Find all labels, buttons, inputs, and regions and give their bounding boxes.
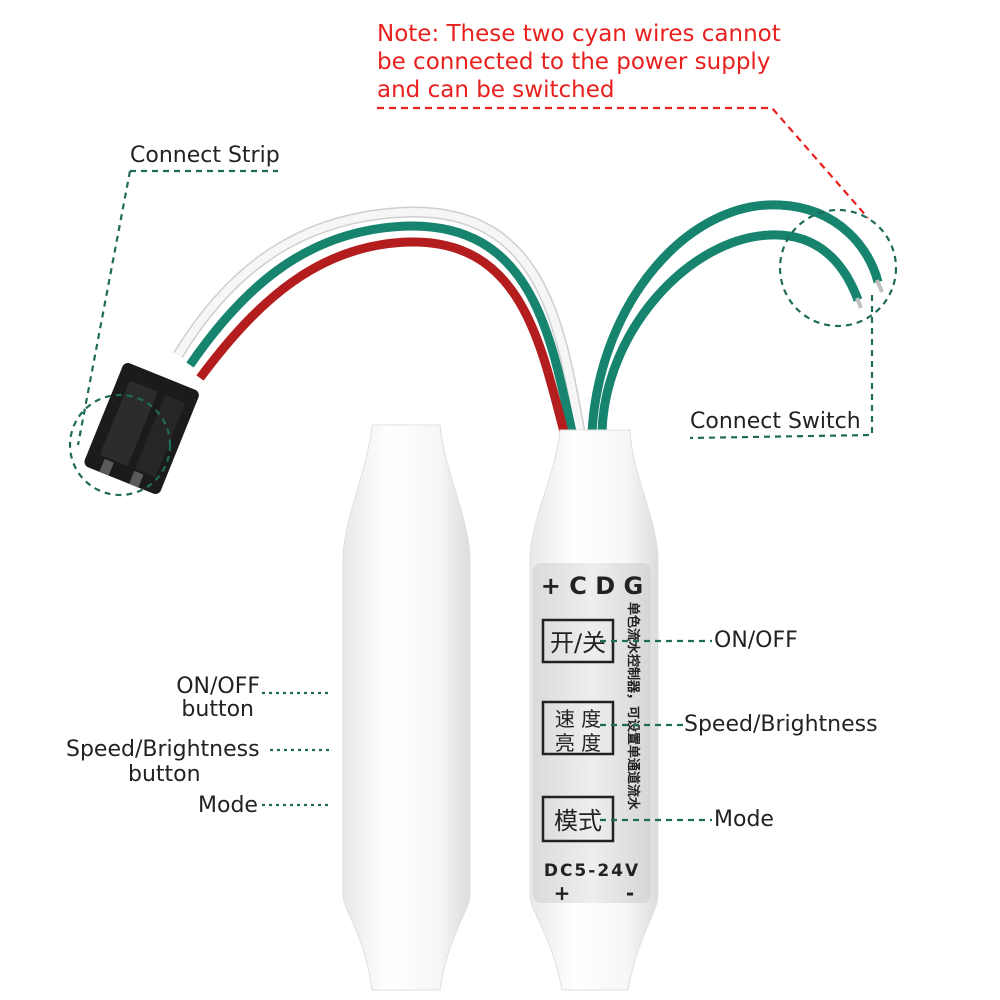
left-on-off-label-2: button xyxy=(181,697,254,722)
voltage-label: DC5-24V xyxy=(544,861,640,881)
note-line-3: and can be switched xyxy=(377,77,615,103)
left-mode-label: Mode xyxy=(198,793,258,818)
left-speed-label-2: button xyxy=(128,762,201,787)
speed-button-label-1: 速 度 xyxy=(555,707,601,731)
connect-switch-leader xyxy=(689,295,874,440)
cyan-wire-top xyxy=(587,200,883,433)
speed-button-label-2: 亮 度 xyxy=(555,731,601,755)
on-off-button-label: 开/关 xyxy=(550,629,606,657)
mode-label: Mode xyxy=(714,807,774,832)
on-off-label: ON/OFF xyxy=(714,628,798,653)
polarity-minus: - xyxy=(626,881,634,905)
callout-lines xyxy=(68,169,898,822)
connector-highlight-circle xyxy=(68,393,172,497)
controller-front: + C D G 开/关 速 度 亮 度 模式 单色流水控制器，可设置单通道流水 … xyxy=(529,429,659,991)
side-description: 单色流水控制器，可设置单通道流水 xyxy=(625,602,641,811)
switch-wires-highlight-circle xyxy=(778,208,898,328)
note-leader xyxy=(377,106,869,219)
red-wire xyxy=(196,237,569,434)
wire-tip-bottom xyxy=(855,297,863,309)
note-line-2: be connected to the power supply xyxy=(377,49,771,75)
left-callout-lines xyxy=(262,691,332,807)
connect-switch-label: Connect Switch xyxy=(690,409,861,434)
mode-button-label: 模式 xyxy=(554,807,602,835)
speed-brightness-label: Speed/Brightness xyxy=(684,712,878,737)
left-speed-label-1: Speed/Brightness xyxy=(66,737,260,762)
cyan-wire-bottom xyxy=(597,230,863,433)
note-line-1: Note: These two cyan wires cannot xyxy=(377,21,781,47)
connect-strip-label: Connect Strip xyxy=(130,143,280,168)
pin-labels: + C D G xyxy=(541,572,643,600)
connect-strip-leader xyxy=(76,169,278,446)
left-on-off-label-1: ON/OFF xyxy=(176,674,260,699)
controller-back xyxy=(342,424,471,991)
wire-tip-top xyxy=(875,279,884,293)
controller-label-plate xyxy=(533,563,651,903)
speed-brightness-button[interactable] xyxy=(541,700,615,756)
warning-note: Note: These two cyan wires cannot be con… xyxy=(377,20,781,104)
teal-wire-strip xyxy=(186,221,577,433)
switch-wires xyxy=(587,200,884,433)
strip-connector xyxy=(84,363,199,494)
strip-wires xyxy=(173,206,586,434)
polarity-plus: + xyxy=(554,881,571,905)
